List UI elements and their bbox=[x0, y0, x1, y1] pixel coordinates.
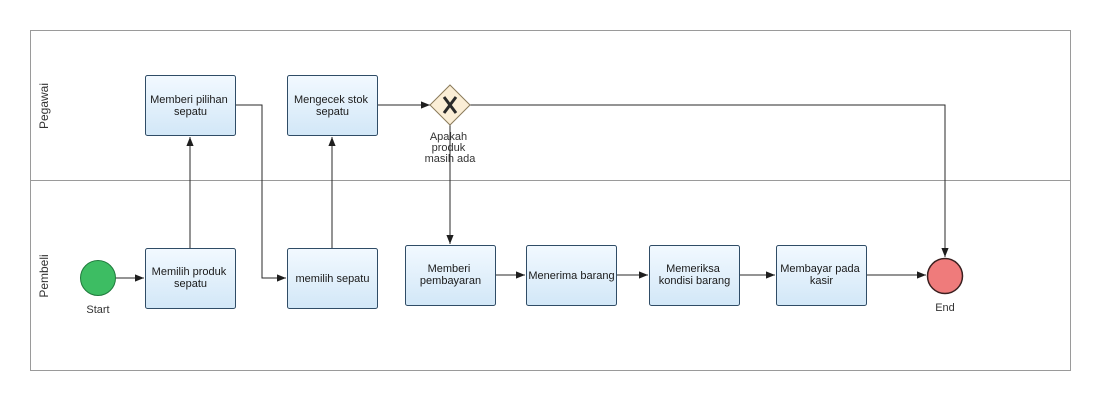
task-label-line: Membayar pada bbox=[780, 263, 860, 275]
gateway-label-line: Apakah bbox=[430, 131, 467, 143]
lane-label-pegawai: Pegawai bbox=[37, 83, 51, 129]
task-label-line: kasir bbox=[810, 275, 834, 287]
task-label-line: sepatu bbox=[316, 106, 349, 118]
end-label: End bbox=[935, 302, 955, 314]
task-label-line: Memberi pilihan bbox=[150, 94, 228, 106]
flow-memberi-pilihan-to-memilih-sepatu bbox=[236, 104, 286, 282]
svg-text:Membayar pada kasir: Membayar pada kasir bbox=[780, 263, 863, 287]
x-gateway-icon bbox=[442, 96, 458, 114]
svg-text:Memberi pilihan sepatu: Memberi pilihan sepatu bbox=[150, 94, 231, 118]
start-label: Start bbox=[86, 304, 109, 316]
svg-text:Memeriksa kondisi barang: Memeriksa kondisi barang bbox=[659, 263, 731, 287]
task-memberi-pilihan-sepatu[interactable]: Memberi pilihan sepatu bbox=[145, 75, 236, 136]
task-memilih-sepatu[interactable]: memilih sepatu bbox=[287, 248, 378, 309]
task-menerima-barang[interactable]: Menerima barang bbox=[526, 245, 617, 306]
gateway-label-line: masih ada bbox=[425, 153, 477, 165]
task-label-line: pembayaran bbox=[420, 275, 481, 287]
task-membayar-pada-kasir[interactable]: Membayar pada kasir bbox=[776, 245, 867, 306]
flow-gateway-to-end bbox=[470, 104, 949, 257]
task-label-line: Memberi bbox=[428, 263, 471, 275]
task-memilih-produk-sepatu[interactable]: Memilih produk sepatu bbox=[145, 248, 236, 309]
task-mengecek-stok-sepatu[interactable]: Mengecek stok sepatu bbox=[287, 75, 378, 136]
task-label-line: memilih sepatu bbox=[296, 273, 370, 285]
task-label-line: kondisi barang bbox=[659, 275, 731, 287]
connectors bbox=[116, 101, 949, 282]
gateway-label: Apakah produk masih ada bbox=[425, 131, 477, 165]
task-label-line: sepatu bbox=[174, 106, 207, 118]
task-label-line: sepatu bbox=[174, 278, 207, 290]
task-memberi-pembayaran[interactable]: Memberi pembayaran bbox=[405, 245, 496, 306]
start-event[interactable]: Start bbox=[80, 260, 116, 317]
svg-text:Mengecek stok sepatu: Mengecek stok sepatu bbox=[294, 94, 371, 118]
svg-text:memilih sepatu: memilih sepatu bbox=[296, 273, 370, 285]
svg-text:Memilih produk sepatu: Memilih produk sepatu bbox=[152, 266, 230, 290]
exclusive-gateway[interactable]: Apakah produk masih ada bbox=[425, 84, 477, 165]
svg-text:Memberi pembayaran: Memberi pembayaran bbox=[420, 263, 481, 287]
end-event[interactable]: End bbox=[926, 257, 964, 315]
task-label-line: Memilih produk bbox=[152, 266, 227, 278]
task-label-line: Menerima barang bbox=[528, 270, 614, 282]
task-memeriksa-kondisi-barang[interactable]: Memeriksa kondisi barang bbox=[649, 245, 740, 306]
gateway-label-line: produk bbox=[432, 142, 466, 154]
lane-label-pembeli: Pembeli bbox=[37, 254, 51, 297]
task-label-line: Memeriksa bbox=[666, 263, 721, 275]
svg-text:Menerima barang: Menerima barang bbox=[528, 270, 614, 282]
task-label-line: Mengecek stok bbox=[294, 94, 368, 106]
